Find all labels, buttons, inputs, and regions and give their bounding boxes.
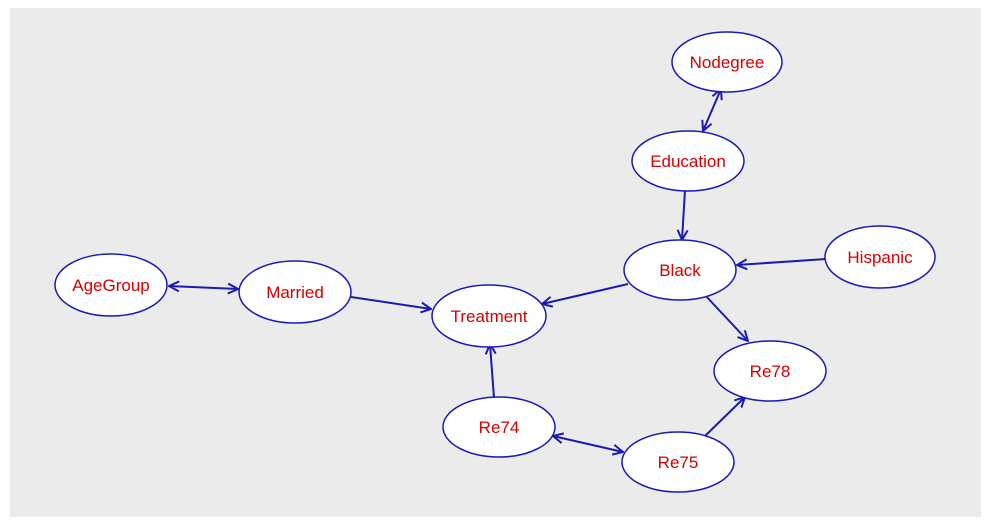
node-label-hispanic: Hispanic xyxy=(847,248,913,267)
edge-black-treatment xyxy=(542,283,629,304)
node-label-married: Married xyxy=(266,283,324,302)
edge-re74-treatment xyxy=(490,344,494,399)
node-label-re78: Re78 xyxy=(750,362,791,381)
nodes: AgeGroup Married Treatment Nodegree Educ… xyxy=(54,31,936,493)
edge-black-re78 xyxy=(703,293,748,341)
node-label-education: Education xyxy=(650,152,726,171)
node-re75[interactable]: Re75 xyxy=(621,431,735,493)
node-label-black: Black xyxy=(659,261,701,280)
node-married[interactable]: Married xyxy=(238,260,352,324)
node-treatment[interactable]: Treatment xyxy=(431,284,547,348)
node-black[interactable]: Black xyxy=(623,239,737,301)
node-label-nodegree: Nodegree xyxy=(690,53,765,72)
node-re78[interactable]: Re78 xyxy=(713,340,827,402)
edge-agegroup-married xyxy=(169,286,238,289)
edge-re74-re75 xyxy=(553,436,623,452)
edge-re75-re78 xyxy=(704,397,745,437)
node-hispanic[interactable]: Hispanic xyxy=(824,225,936,289)
node-agegroup[interactable]: AgeGroup xyxy=(54,253,168,317)
node-education[interactable]: Education xyxy=(631,130,745,192)
node-label-agegroup: AgeGroup xyxy=(72,276,150,295)
edge-married-treatment xyxy=(350,296,431,309)
edge-hispanic-black xyxy=(737,258,827,265)
edge-education-black xyxy=(682,189,685,240)
edge-nodegree-education xyxy=(703,89,721,131)
node-label-re74: Re74 xyxy=(479,418,520,437)
node-label-treatment: Treatment xyxy=(451,307,528,326)
node-nodegree[interactable]: Nodegree xyxy=(671,31,783,93)
node-label-re75: Re75 xyxy=(658,453,699,472)
node-re74[interactable]: Re74 xyxy=(442,396,556,458)
edges xyxy=(169,89,827,452)
